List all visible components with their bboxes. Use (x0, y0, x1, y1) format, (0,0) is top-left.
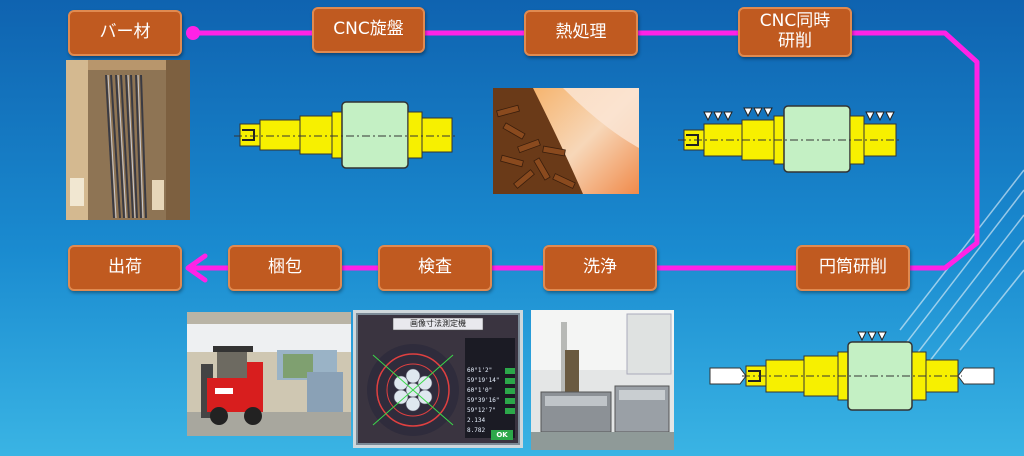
inspection-readout: 2.134 (467, 417, 486, 424)
inspection-screen-photo: 画像寸法測定機 60°1'2" 59°19'14" 60°1'0" 59°39'… (353, 310, 523, 448)
inspection-readout: 59°39'16" (467, 397, 500, 404)
inspection-screen-title: 画像寸法測定機 (410, 319, 466, 328)
right-center-arrow (957, 367, 995, 385)
step-packing: 梱包 (228, 245, 342, 291)
inspection-readout: 60°1'2" (467, 367, 493, 374)
step-cnc-simultaneous-grinding: CNC同時 研削 (738, 7, 852, 57)
part-diagram-cylindrical-grinding (709, 331, 995, 411)
step-inspection: 検査 (378, 245, 492, 291)
step-bar-stock: バー材 (68, 10, 182, 56)
inspection-readout: 60°1'0" (467, 387, 493, 394)
step-heat-treatment: 熱処理 (524, 10, 638, 56)
washing-equipment-photo (531, 310, 674, 450)
inspection-readout: 59°12'7" (467, 407, 496, 414)
inspection-readout: 8.782 (467, 427, 486, 434)
part-diagram-simultaneous-grinding (678, 105, 902, 173)
step-shipping: 出荷 (68, 245, 182, 291)
forklift-photo (187, 312, 351, 436)
inspection-readout: 59°19'14" (467, 377, 500, 384)
step-washing: 洗浄 (543, 245, 657, 291)
flow-start-dot (186, 26, 200, 40)
flow-arrowhead (185, 253, 208, 283)
step-cylindrical-grinding: 円筒研削 (796, 245, 910, 291)
bar-stock-photo (66, 60, 190, 220)
part-diagram-lathe (234, 101, 458, 169)
step-cnc-lathe: CNC旋盤 (312, 7, 425, 53)
inspection-ok-badge: OK (496, 431, 508, 439)
heat-treatment-photo (493, 88, 639, 194)
left-center-arrow (709, 367, 747, 385)
inspection-readouts: 60°1'2" 59°19'14" 60°1'0" 59°39'16" 59°1… (467, 366, 505, 436)
